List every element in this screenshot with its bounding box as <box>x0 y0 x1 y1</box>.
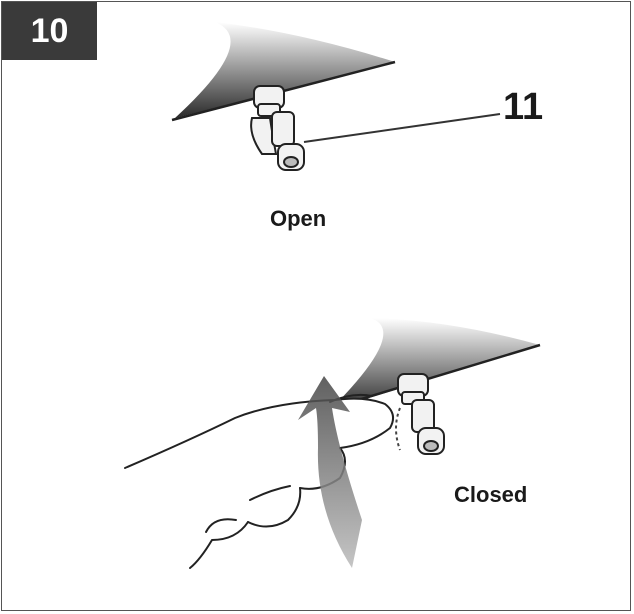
callout-number: 11 <box>503 86 544 128</box>
caption-open: Open <box>270 206 327 231</box>
valve-lever-open <box>250 117 278 155</box>
closed-valve-scene <box>124 318 541 569</box>
open-valve-scene <box>171 22 501 171</box>
valve-open <box>250 85 305 171</box>
surface-shadow-bottom <box>330 318 540 410</box>
closing-direction-arrow <box>298 376 362 568</box>
valve-chain <box>395 407 401 451</box>
valve-closed <box>395 373 445 455</box>
callout-leader-line <box>303 113 501 143</box>
surface-shadow-top <box>175 22 395 118</box>
caption-closed: Closed <box>454 482 528 507</box>
step-number-badge: 10 <box>2 2 97 60</box>
